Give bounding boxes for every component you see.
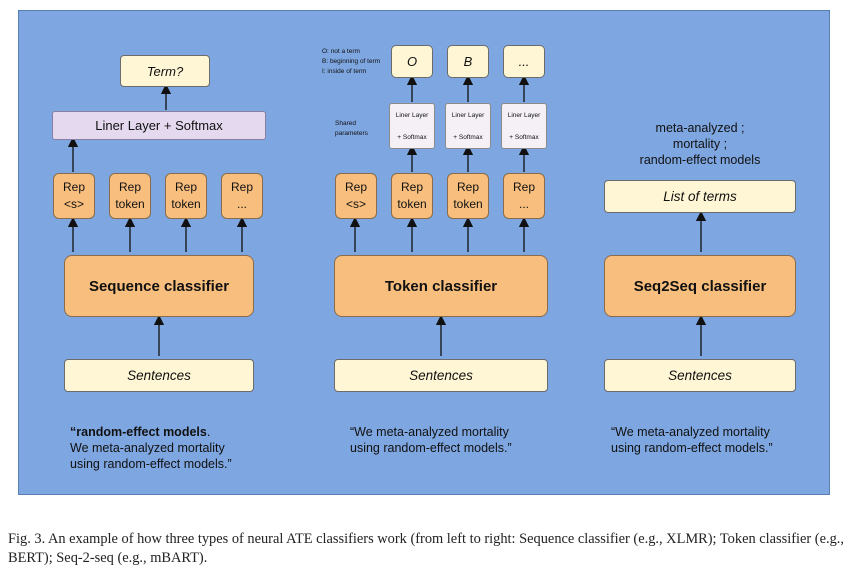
quote-fragment: .	[206, 425, 211, 439]
sentences-input-label: Sentences	[127, 368, 191, 383]
rep-token: <s>	[345, 197, 366, 211]
list-of-terms-box: List of terms	[604, 180, 796, 213]
linear-layer-box: Liner Layer + Softmax	[52, 111, 266, 140]
head-label: + Softmax	[453, 133, 483, 141]
sequence-classifier-box: Sequence classifier	[64, 255, 254, 317]
rep-box: Rep...	[221, 173, 263, 219]
rep-box: Rep token	[165, 173, 207, 219]
head-label: + Softmax	[509, 133, 539, 141]
token-output-box: ...	[503, 45, 545, 78]
quote-line: using random-effect models.”	[70, 457, 232, 471]
seq2seq-classifier-box: Seq2Seq classifier	[604, 255, 796, 317]
rep-box: Rep token	[109, 173, 151, 219]
rep-token: ...	[518, 197, 529, 211]
quote-line: “We meta-analyzed mortality	[611, 425, 770, 439]
rep-label: Rep	[344, 180, 367, 194]
quote-term: “random-effect models	[70, 425, 207, 439]
tag-legend: O: not a term B: beginning of term I: in…	[322, 47, 380, 77]
sentences-input-box: Sentences	[64, 359, 254, 392]
rep-token: token	[397, 197, 427, 211]
diagram-panel	[18, 10, 830, 495]
rep-label: Rep	[62, 180, 85, 194]
figure-caption: Fig. 3. An example of how three types of…	[8, 531, 844, 566]
output-line: meta-analyzed ;	[655, 121, 745, 135]
sentences-input-label: Sentences	[668, 368, 732, 383]
token-output-box: B	[447, 45, 489, 78]
head-label: Liner Layer	[395, 111, 429, 119]
term-output-box: Term?	[120, 55, 210, 87]
rep-token: token	[453, 197, 483, 211]
head-box: Liner Layer + Softmax	[445, 103, 491, 149]
legend-entry: O: not a term	[322, 48, 360, 55]
rep-token: token	[171, 197, 201, 211]
rep-token: ...	[236, 197, 247, 211]
output-line: random-effect models	[639, 153, 761, 167]
head-box: Liner Layer + Softmax	[501, 103, 547, 149]
sentences-input-box: Sentences	[604, 359, 796, 392]
head-box: Liner Layer + Softmax	[389, 103, 435, 149]
rep-box: Rep <s>	[53, 173, 95, 219]
quote-line: using random-effect models.”	[350, 441, 512, 455]
rep-box: Rep...	[503, 173, 545, 219]
quote-line: using random-effect models.”	[611, 441, 773, 455]
shared-label-line: Shared	[335, 120, 356, 127]
token-output-label: ...	[518, 54, 530, 69]
rep-label: Rep	[230, 180, 253, 194]
head-label: Liner Layer	[507, 111, 541, 119]
rep-token: token	[115, 197, 145, 211]
rep-label: Rep	[118, 180, 141, 194]
sequence-classifier-label: Sequence classifier	[88, 277, 230, 295]
list-of-terms-label: List of terms	[663, 189, 737, 204]
quote-line: We meta-analyzed mortality	[70, 441, 225, 455]
quote-line: “We meta-analyzed mortality	[350, 425, 509, 439]
output-line: mortality ;	[672, 137, 728, 151]
sentences-input-label: Sentences	[409, 368, 473, 383]
rep-label: Rep	[456, 180, 479, 194]
head-label: Liner Layer	[451, 111, 485, 119]
legend-entry: I: inside of term	[322, 68, 367, 75]
legend-entry: B: beginning of term	[322, 58, 381, 65]
rep-label: Rep	[174, 180, 197, 194]
term-output-label: Term?	[146, 63, 184, 79]
shared-label-line: parameters	[335, 130, 368, 137]
seq2seq-output-text: meta-analyzed ; mortality ; random-effec…	[600, 120, 800, 168]
example-quote: “We meta-analyzed mortality using random…	[611, 424, 811, 456]
rep-label: Rep	[400, 180, 423, 194]
token-classifier-box: Token classifier	[334, 255, 548, 317]
head-label: + Softmax	[397, 133, 427, 141]
token-classifier-label: Token classifier	[384, 277, 498, 295]
token-output-label: O	[406, 54, 418, 69]
shared-parameters-label: Shared parameters	[335, 119, 368, 139]
example-quote: “We meta-analyzed mortality using random…	[350, 424, 570, 456]
token-output-box: O	[391, 45, 433, 78]
rep-box: Rep token	[447, 173, 489, 219]
example-quote: “random-effect models. We meta-analyzed …	[70, 424, 290, 472]
rep-box: Rep token	[391, 173, 433, 219]
seq2seq-classifier-label: Seq2Seq classifier	[633, 277, 767, 295]
sentences-input-box: Sentences	[334, 359, 548, 392]
linear-layer-label: Liner Layer + Softmax	[95, 118, 223, 133]
token-output-label: B	[463, 54, 473, 69]
rep-token: <s>	[63, 197, 84, 211]
rep-label: Rep	[512, 180, 535, 194]
rep-box: Rep <s>	[335, 173, 377, 219]
